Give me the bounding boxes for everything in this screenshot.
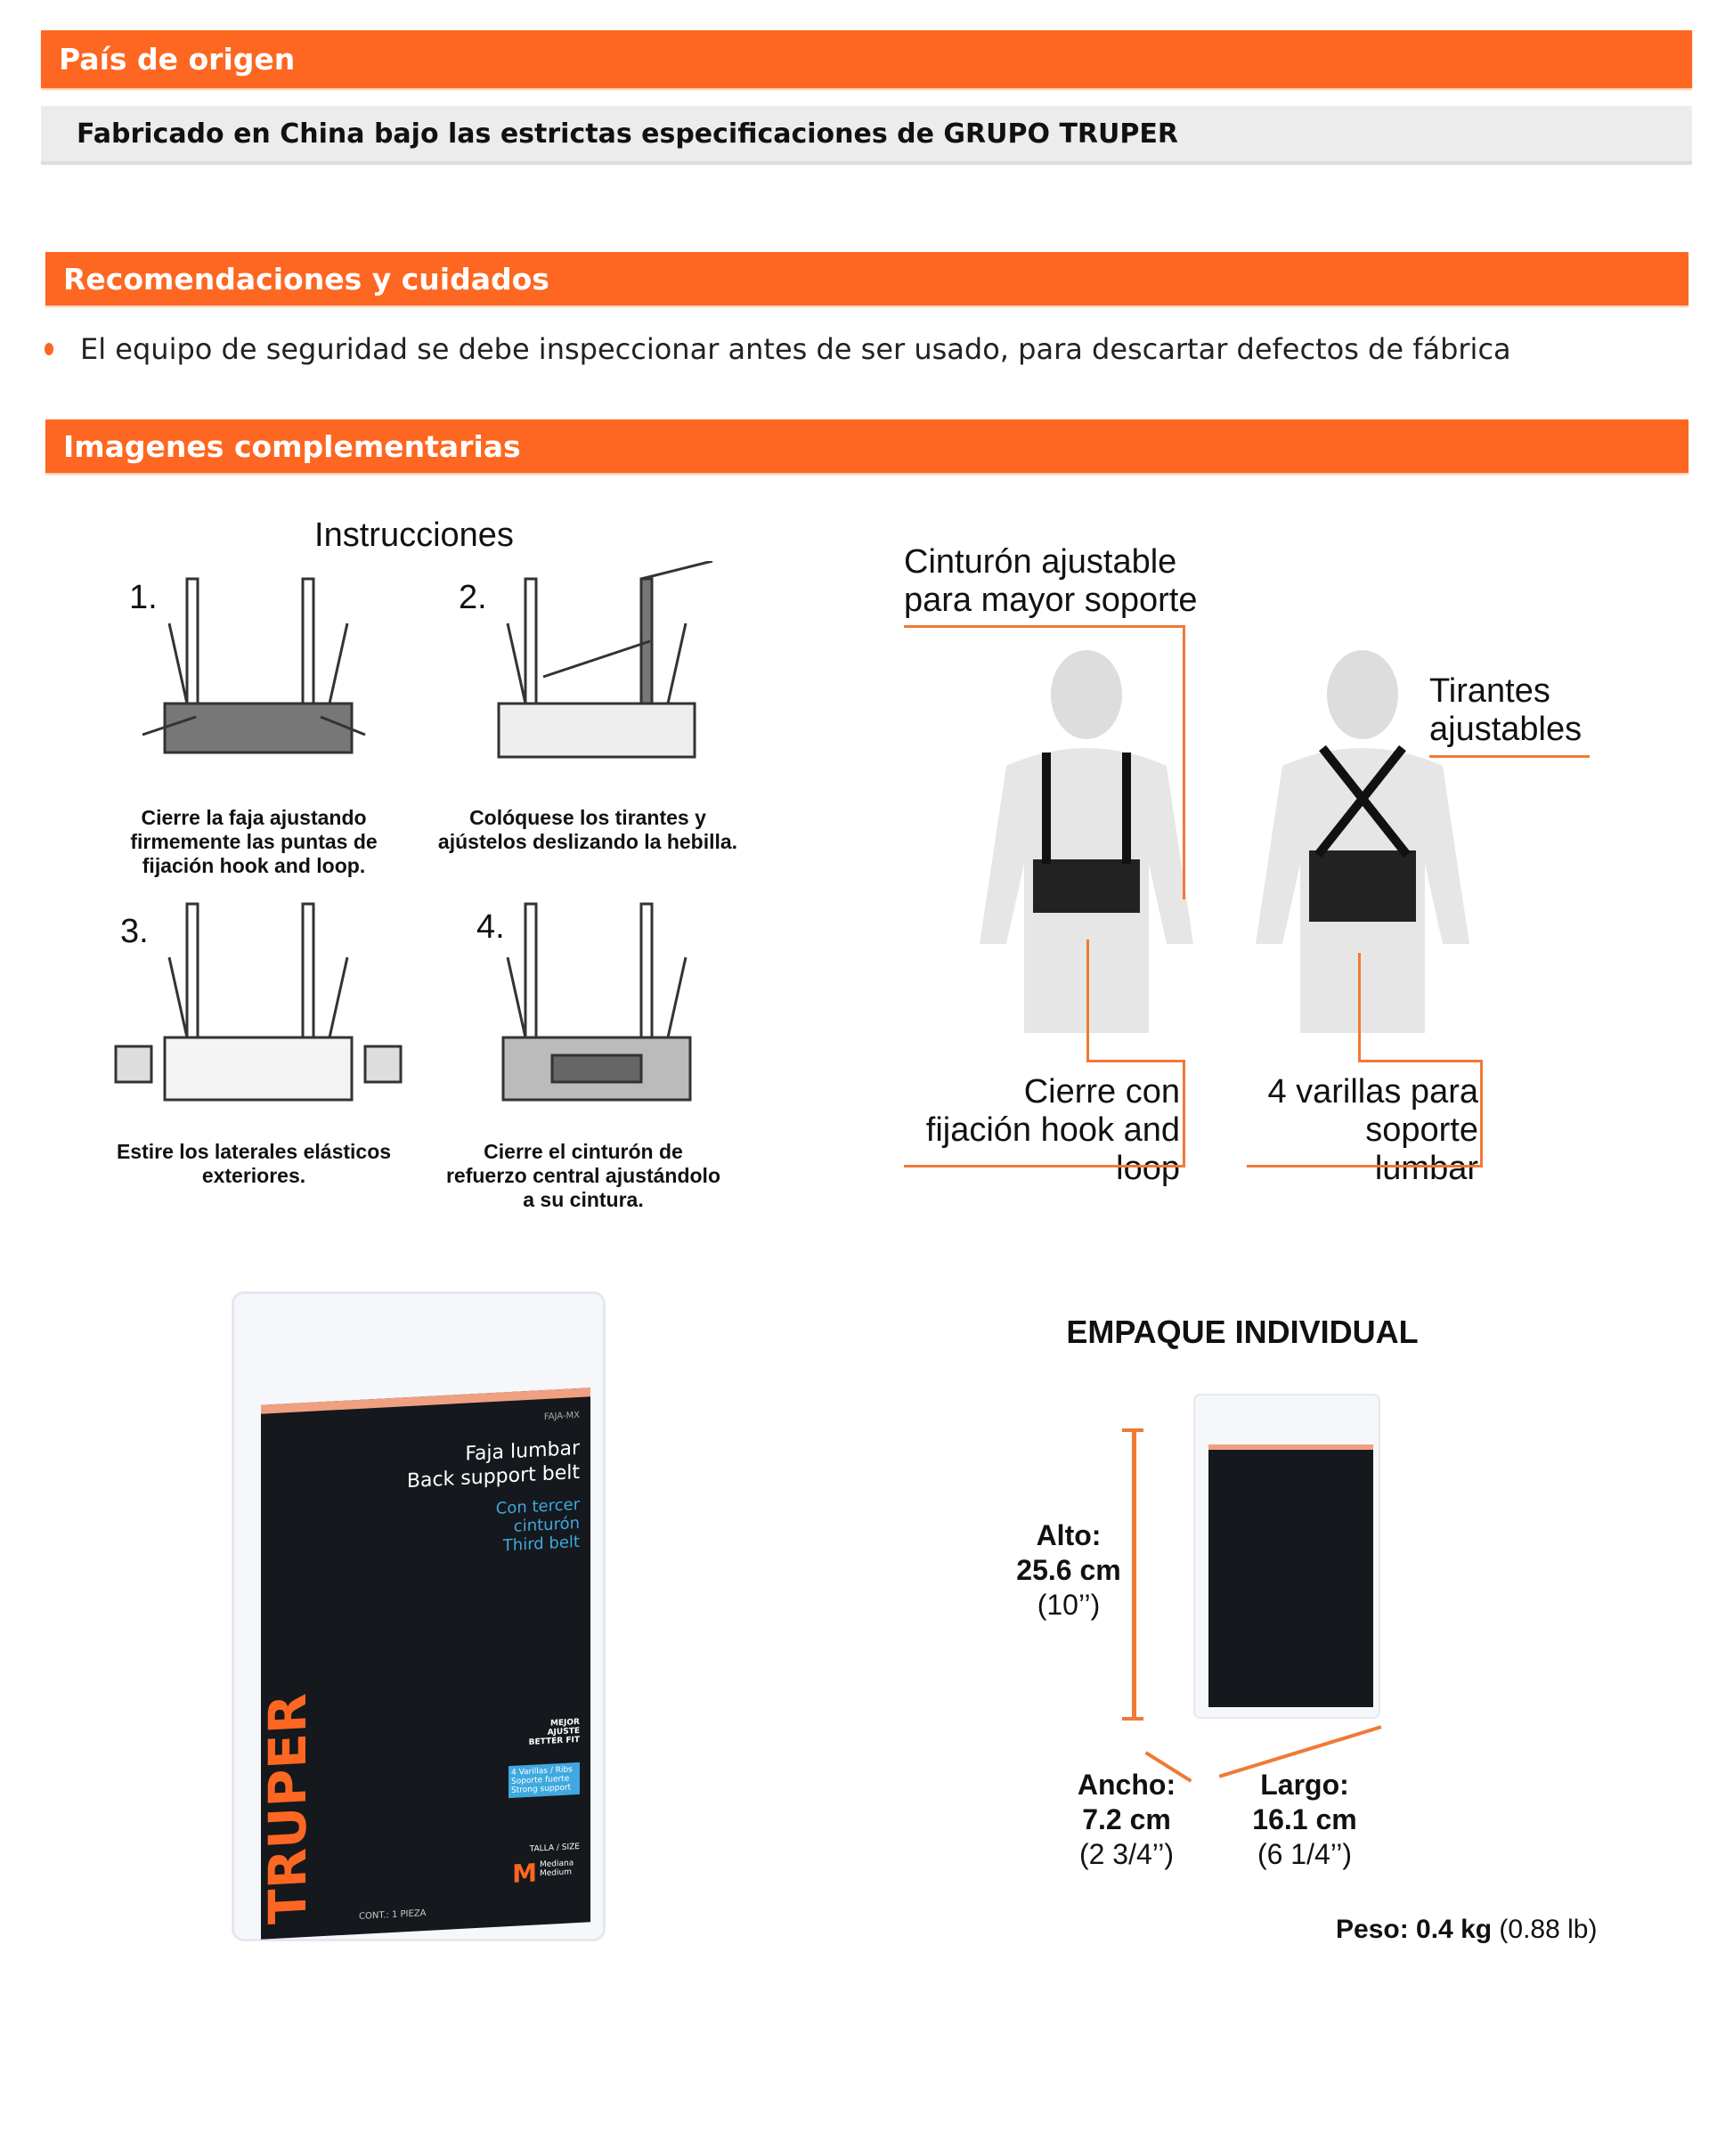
list-item-text: El equipo de seguridad se debe inspeccio…: [80, 332, 1511, 366]
step-caption: Colóquese los tirantes y ajústelos desli…: [437, 806, 738, 853]
dim-in: (6 1/4’’): [1257, 1838, 1353, 1870]
instructions-illustrations: [114, 561, 713, 1102]
callout-rods: 4 varillas para soporte lumbar: [1267, 1073, 1478, 1187]
third-belt-label: Con tercer cinturón Third belt: [495, 1494, 580, 1556]
section-header-images: Imagenes complementarias: [45, 419, 1688, 473]
contents: CONT.: 1 PIEZA: [359, 1908, 427, 1922]
size-label: TALLA / SIZE: [529, 1842, 580, 1854]
title-en: Back support belt: [406, 1460, 580, 1493]
height-label: Alto: 25.6 cm (10’’): [1015, 1518, 1122, 1623]
product-code: FAJA-MX: [543, 1410, 580, 1423]
step-caption: Cierre la faja ajustando firmemente las …: [130, 806, 378, 877]
section-title: Recomendaciones y cuidados: [63, 261, 549, 297]
callout-closure: Cierre con fijación hook and loop: [925, 1073, 1180, 1187]
section-header-recommendations: Recomendaciones y cuidados: [45, 252, 1688, 305]
dim-label: Alto:: [1036, 1519, 1102, 1551]
instructions-title: Instrucciones: [314, 517, 514, 554]
dim-label: Largo:: [1260, 1769, 1349, 1801]
package-photo: TRUPER FAJA-MX Faja lumbar Back support …: [232, 1291, 606, 1941]
origin-text: Fabricado en China bajo las estrictas es…: [41, 106, 1692, 165]
fit-label: MEJOR AJUSTE BETTER FIT: [528, 1717, 580, 1747]
package-box: TRUPER FAJA-MX Faja lumbar Back support …: [257, 1387, 590, 1940]
brand-logo: TRUPER: [257, 1692, 318, 1925]
step-number: 2.: [459, 579, 487, 616]
dim-cm: 25.6 cm: [1016, 1554, 1121, 1586]
dim-in: (10’’): [1037, 1589, 1101, 1621]
mannequins-illustration: [980, 650, 1469, 1033]
step-caption: Cierre el cinturón de refuerzo central a…: [445, 1140, 720, 1211]
package-thumbnail: [1193, 1394, 1380, 1719]
section-header-origin: País de origen: [41, 30, 1692, 88]
length-label: Largo: 16.1 cm (6 1/4’’): [1247, 1768, 1363, 1872]
instructions-image: Instrucciones 1. 2. 3. 4. Cierre la faja…: [80, 517, 775, 1229]
weight-lb: (0.88 lb): [1499, 1915, 1598, 1944]
dim-label: Ancho:: [1077, 1769, 1176, 1801]
size-name: Mediana Medium: [540, 1859, 574, 1879]
packaging-title: EMPAQUE INDIVIDUAL: [1066, 1314, 1419, 1350]
size: M: [512, 1858, 537, 1889]
step-caption: Estire los laterales elásticos exteriore…: [116, 1140, 392, 1187]
features-image: Cinturón ajustable para mayor soporte Ti…: [899, 534, 1612, 1187]
dim-in: (2 3/4’’): [1078, 1838, 1175, 1870]
rods-label: 4 Varillas / Ribs Soporte fuerte Strong …: [509, 1761, 580, 1799]
bullet-icon: [45, 343, 53, 355]
callout-belt: Cinturón ajustable para mayor soporte: [904, 543, 1198, 619]
weight: Peso: 0.4 kg (0.88 lb): [1336, 1915, 1597, 1945]
step-number: 4.: [476, 908, 505, 946]
height-dimension-line: [1132, 1430, 1136, 1720]
callout-straps: Tirantes ajustables: [1429, 672, 1582, 748]
width-label: Ancho: 7.2 cm (2 3/4’’): [1069, 1768, 1184, 1872]
dim-cm: 16.1 cm: [1252, 1803, 1357, 1835]
weight-label: Peso: 0.4 kg: [1336, 1915, 1493, 1944]
section-title: País de origen: [59, 42, 296, 77]
section-title: Imagenes complementarias: [63, 428, 521, 464]
step-number: 3.: [120, 913, 149, 950]
list-item: El equipo de seguridad se debe inspeccio…: [45, 332, 1511, 366]
step-number: 1.: [129, 579, 158, 616]
dim-cm: 7.2 cm: [1082, 1803, 1171, 1835]
